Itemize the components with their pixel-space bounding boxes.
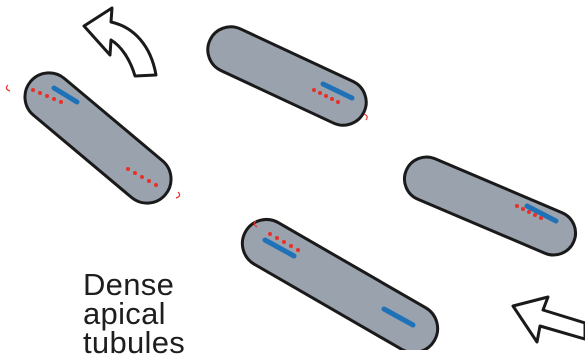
- cell-right: [398, 150, 583, 262]
- caption-line: apical: [83, 299, 283, 328]
- caption-line: tubules: [83, 328, 283, 357]
- cell-upper-middle: [200, 19, 374, 133]
- curved-arrow-up-left-icon: [84, 8, 156, 76]
- caption-line: Dense: [83, 270, 283, 299]
- caption-dense-apical-tubules: Dense apical tubules: [83, 270, 283, 357]
- arrow-left-icon: [513, 297, 585, 342]
- cell-upper-left: [6, 63, 180, 213]
